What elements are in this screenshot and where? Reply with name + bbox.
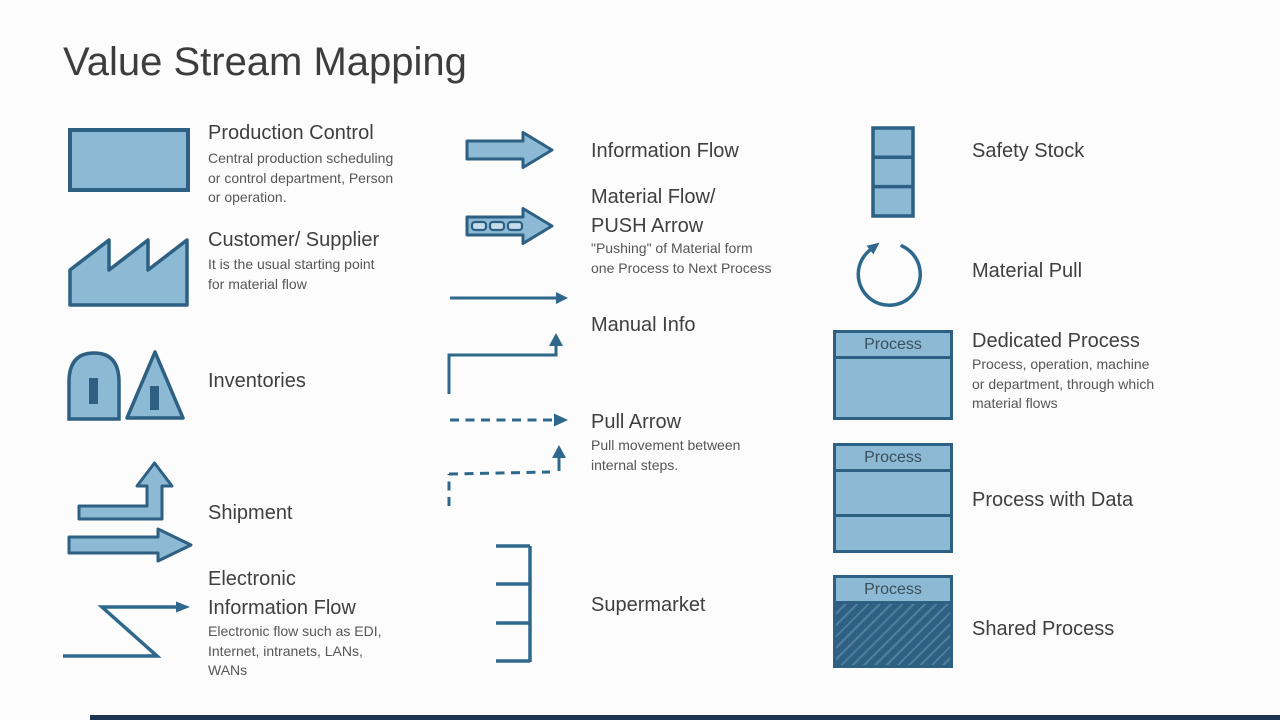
- manual-info-elbow-arrow-icon: [447, 333, 563, 394]
- pull-arrow-dashed-icon: [450, 413, 568, 427]
- manual-info-heading: Manual Info: [591, 314, 696, 336]
- customer-supplier-description: It is the usual starting point for mater…: [208, 256, 375, 292]
- information-flow-heading: Information Flow: [591, 140, 739, 162]
- shipment-heading: Shipment: [208, 502, 293, 524]
- inventory-tombstone-icon: [67, 351, 121, 421]
- footer-accent-bar: [90, 715, 1280, 720]
- electronic-information-flow-heading: Electronic Information Flow: [208, 568, 356, 619]
- push-arrow-icon: [465, 207, 554, 245]
- dedicated-process-description: Process, operation, machine or departmen…: [972, 356, 1155, 411]
- production-control-heading: Production Control: [208, 122, 374, 144]
- process-box-label: Process: [836, 446, 950, 472]
- process-with-data-heading: Process with Data: [972, 489, 1134, 511]
- safety-stock-heading: Safety Stock: [972, 140, 1085, 162]
- material-pull-heading: Material Pull: [972, 260, 1083, 282]
- customer-supplier-heading: Customer/ Supplier: [208, 229, 380, 251]
- process-with-data-box: Process: [833, 443, 953, 553]
- supermarket-icon: [496, 544, 532, 663]
- production-control-description: Central production scheduling or control…: [208, 150, 394, 205]
- supermarket-heading: Supermarket: [591, 594, 706, 616]
- inventories-heading: Inventories: [208, 370, 306, 392]
- inventory-triangle-icon: [125, 350, 185, 420]
- information-flow-arrow-icon: [465, 131, 554, 169]
- shared-process-box: Process: [833, 575, 953, 668]
- safety-stock-icon: [871, 126, 915, 218]
- pull-arrow-elbow-dashed-icon: [447, 445, 566, 506]
- pull-arrow-description: Pull movement between internal steps.: [591, 437, 741, 473]
- zigzag-arrow-icon: [63, 601, 190, 658]
- material-pull-circle-arrow-icon: [856, 242, 923, 307]
- shared-process-heading: Shared Process: [972, 618, 1115, 640]
- process-data-row: [836, 472, 950, 517]
- pull-arrow-heading: Pull Arrow: [591, 411, 682, 433]
- electronic-information-flow-description: Electronic flow such as EDI, Internet, i…: [208, 623, 382, 678]
- hatched-fill: [836, 604, 950, 665]
- factory-icon: [68, 238, 189, 307]
- dedicated-process-box: Process: [833, 330, 953, 420]
- process-box-label: Process: [836, 578, 950, 604]
- shipment-straight-arrow-icon: [67, 527, 193, 563]
- shipment-bent-arrow-icon: [77, 461, 174, 521]
- dedicated-process-heading: Dedicated Process: [972, 330, 1140, 352]
- material-flow-push-description: "Pushing" of Material form one Process t…: [591, 240, 772, 276]
- manual-info-arrow-icon: [450, 292, 568, 304]
- page-title: Value Stream Mapping: [63, 40, 467, 84]
- process-box-label: Process: [836, 333, 950, 359]
- production-control-icon: [68, 128, 190, 192]
- material-flow-push-heading: Material Flow/ PUSH Arrow: [591, 186, 716, 237]
